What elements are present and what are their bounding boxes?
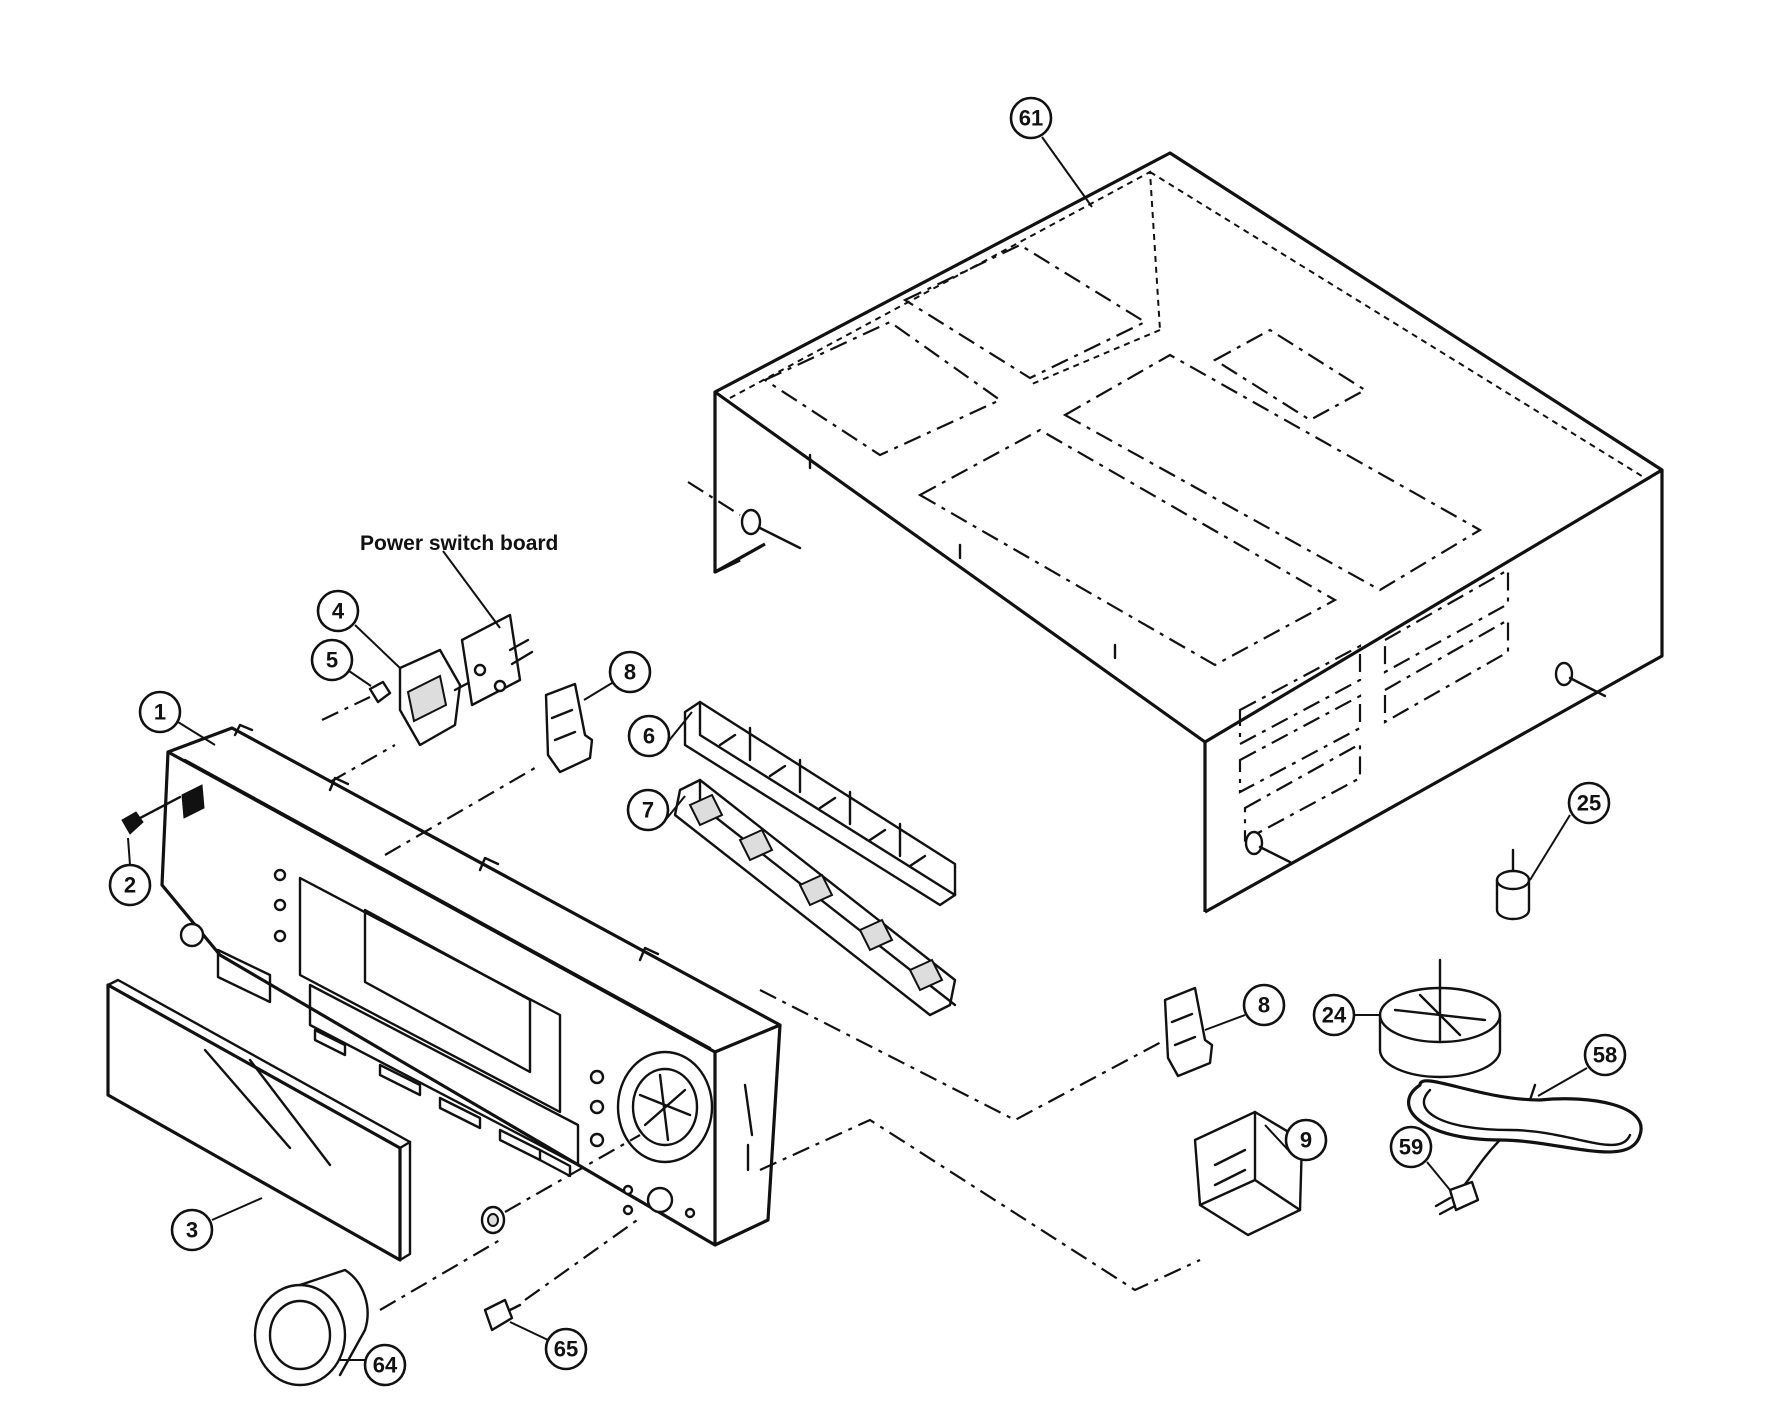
callout-2: 2	[108, 837, 152, 907]
foot-part	[1378, 958, 1502, 1079]
svg-text:9: 9	[1300, 1128, 1312, 1153]
power-switch-board-label: Power switch board	[360, 532, 558, 555]
small-knob-part	[480, 1134, 641, 1235]
callout-9: 9	[1264, 1118, 1328, 1162]
bracket-part-upper	[384, 682, 594, 856]
svg-text:1: 1	[154, 700, 166, 725]
svg-text:3: 3	[186, 1218, 198, 1243]
jack-holder-part	[759, 1110, 1304, 1292]
top-cover-part	[687, 151, 1664, 914]
volume-knob-part	[253, 1239, 501, 1387]
svg-text:4: 4	[332, 599, 345, 624]
front-panel-part	[160, 723, 782, 1247]
svg-text:25: 25	[1577, 791, 1601, 816]
callout-64: 64	[340, 1343, 407, 1387]
power-cord-part	[1407, 1079, 1643, 1192]
callout-5: 5	[310, 638, 372, 687]
callout-61: 61	[1009, 96, 1093, 208]
svg-text:65: 65	[554, 1337, 578, 1362]
button-strip-part-7	[673, 778, 957, 1017]
svg-text:2: 2	[124, 873, 136, 898]
svg-text:7: 7	[642, 798, 654, 823]
callout-65: 65	[509, 1321, 588, 1371]
button-strip-part-6	[683, 700, 957, 907]
callout-25: 25	[1529, 781, 1611, 881]
svg-text:59: 59	[1399, 1135, 1423, 1160]
svg-text:58: 58	[1593, 1043, 1617, 1068]
switch-holder-part	[398, 648, 472, 747]
callout-4: 4	[316, 589, 401, 669]
power-switch-board-part: Power switch board	[360, 532, 558, 707]
callout-7: 7	[626, 788, 686, 832]
svg-text:8: 8	[1258, 993, 1270, 1018]
callout-1: 1	[138, 690, 216, 746]
callout-58: 58	[1537, 1033, 1627, 1097]
svg-text:61: 61	[1019, 106, 1043, 131]
knob-button-part	[321, 680, 396, 783]
svg-text:64: 64	[373, 1353, 398, 1378]
callout-3: 3	[170, 1197, 263, 1252]
screw-part-65	[483, 1217, 641, 1332]
callout-8-upper: 8	[583, 650, 652, 701]
display-window-part	[106, 978, 412, 1262]
small-clip-part	[121, 795, 182, 835]
callout-24: 24	[1312, 993, 1380, 1037]
svg-text:8: 8	[624, 660, 636, 685]
callout-59: 59	[1389, 1125, 1451, 1191]
svg-text:6: 6	[643, 724, 655, 749]
callout-6: 6	[627, 711, 693, 758]
bracket-part-lower	[759, 986, 1214, 1122]
svg-text:24: 24	[1322, 1003, 1347, 1028]
svg-text:5: 5	[326, 648, 338, 673]
callout-8-lower: 8	[1204, 983, 1286, 1031]
small-foot-part	[1495, 848, 1531, 921]
plug-part	[1434, 1180, 1480, 1216]
